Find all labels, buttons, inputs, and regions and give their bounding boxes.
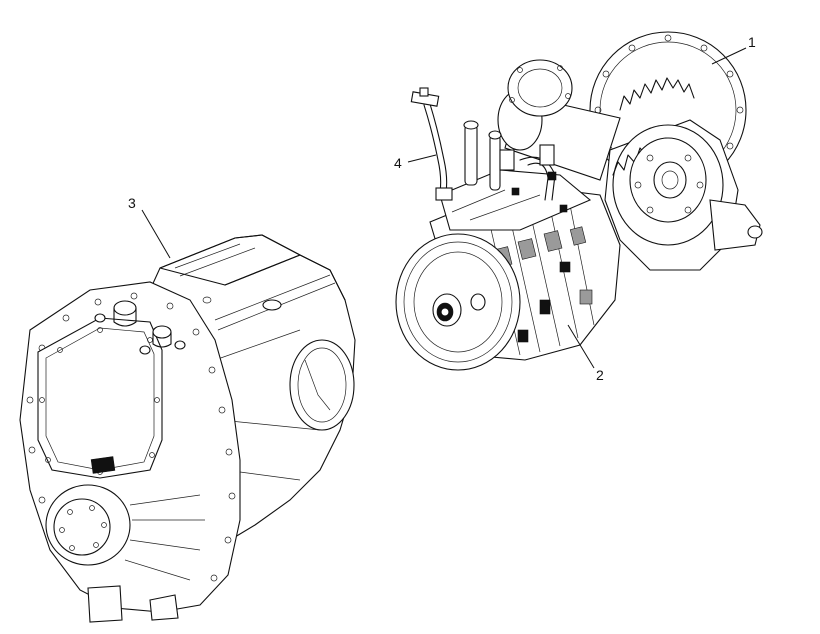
axle-differential-assembly [497,31,763,271]
oil-tube [410,87,453,201]
clutch-pack-assembly [395,120,621,371]
flange-bolts [26,292,236,582]
callout-3-label: 3 [128,195,136,211]
callout-2-label: 2 [596,367,604,383]
transmission-housing [19,234,356,623]
callout-2: 2 [567,324,604,383]
callout-4-label: 4 [394,155,402,171]
callout-3: 3 [128,195,171,259]
valve-fittings [463,120,568,213]
callout-4: 4 [394,154,437,171]
callout-1: 1 [711,34,756,65]
callout-1-label: 1 [748,34,756,50]
top-fittings [94,296,282,355]
ring-bolts [594,34,744,176]
